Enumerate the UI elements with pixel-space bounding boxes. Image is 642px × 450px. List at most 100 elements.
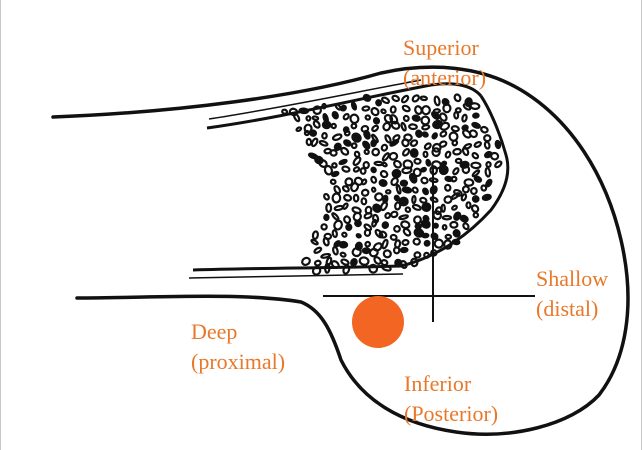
- trabecular-cell: [413, 238, 421, 245]
- trabecular-cell: [282, 109, 288, 114]
- trabecular-cell: [474, 141, 482, 148]
- trabecular-cell: [346, 224, 352, 230]
- trabecular-cell: [424, 240, 430, 246]
- trabecular-cell: [380, 201, 388, 211]
- trabecular-cell: [332, 111, 339, 119]
- trabecular-cell: [343, 194, 351, 201]
- trabecular-cell: [380, 170, 389, 178]
- trabecular-cell: [472, 122, 481, 129]
- trabecular-cell: [301, 256, 311, 266]
- trabecular-cell: [453, 148, 461, 155]
- trabecular-cell: [351, 132, 362, 143]
- trabecular-cell: [473, 212, 479, 218]
- trabecular-cell: [495, 141, 500, 149]
- trabecular-cell: [421, 167, 427, 172]
- trabecular-cell: [341, 259, 350, 266]
- label-shallow-line2: (distal): [536, 294, 608, 324]
- trabecular-cell: [446, 235, 451, 239]
- trabecular-cell: [403, 115, 410, 122]
- trabecular-cell: [323, 193, 329, 200]
- trabecular-cell: [349, 113, 359, 124]
- trabecular-cell: [402, 167, 412, 174]
- trabecular-cell: [484, 135, 491, 142]
- trabecular-cell: [373, 117, 380, 124]
- trabecular-cell: [390, 106, 396, 113]
- trabecular-cell: [403, 228, 412, 237]
- trabecular-cell: [454, 112, 458, 119]
- trabecular-cell: [385, 212, 391, 219]
- trabecular-cell: [362, 141, 371, 150]
- label-shallow: Shallow (distal): [536, 264, 608, 324]
- trabecular-cell: [412, 115, 420, 122]
- trabecular-cell: [432, 133, 438, 140]
- trabecular-cell: [453, 239, 460, 244]
- label-deep-line1: Deep: [191, 317, 285, 347]
- trabecular-cell: [343, 139, 351, 146]
- trabecular-cell: [384, 135, 391, 144]
- trabecular-cell: [351, 143, 357, 149]
- trabecular-cell: [332, 247, 338, 255]
- trabecular-cell: [426, 160, 431, 166]
- trabecular-cell: [356, 234, 361, 238]
- label-inferior-line2: (Posterior): [404, 399, 498, 429]
- trabecular-cell: [360, 168, 365, 174]
- trabecular-cell: [379, 179, 387, 186]
- trabecular-cell: [342, 203, 348, 210]
- trabecular-cell: [402, 187, 411, 193]
- trabecular-cell: [393, 160, 402, 169]
- trabecular-cell: [331, 171, 338, 177]
- inner-lower-edge-secondary: [189, 274, 403, 278]
- trabecular-cell: [299, 108, 308, 113]
- trabecular-cell: [460, 215, 469, 223]
- trabecular-cell: [332, 124, 336, 128]
- trabecular-cell: [371, 176, 377, 183]
- trabecular-cell: [371, 148, 380, 157]
- trabecular-cell: [359, 257, 369, 266]
- trabecular-cell: [452, 140, 458, 146]
- trabecular-cell: [402, 139, 410, 147]
- trabecular-cell: [363, 248, 370, 253]
- trabecular-cell: [445, 184, 451, 191]
- trabecular-cell: [415, 252, 421, 257]
- trabecular-cell: [401, 181, 407, 186]
- trabecular-cell: [340, 242, 348, 248]
- trabecular-cell: [370, 107, 380, 117]
- trabecular-cell: [315, 260, 322, 266]
- label-superior: Superior (anterior): [403, 33, 486, 93]
- trabecular-cell: [474, 176, 482, 183]
- trabecular-cell: [343, 113, 350, 120]
- trabecular-cell: [306, 116, 310, 121]
- trabecular-cell: [409, 173, 418, 183]
- trabecular-cell: [330, 150, 337, 156]
- trabecular-cell: [434, 224, 438, 228]
- trabecular-cell: [401, 122, 407, 130]
- trabecular-cell: [365, 115, 371, 120]
- trabecular-cell: [351, 102, 356, 110]
- trabecular-cell: [451, 126, 459, 132]
- trabecular-cell: [482, 194, 491, 201]
- label-superior-line1: Superior: [403, 33, 486, 63]
- trabecular-cell: [354, 195, 359, 202]
- trabecular-cell: [376, 100, 381, 106]
- trabecular-cell: [421, 177, 429, 184]
- trabecular-cell: [381, 97, 390, 105]
- trabecular-cell: [424, 142, 432, 150]
- trabecular-cell: [470, 103, 479, 109]
- trabecular-cell: [353, 166, 360, 172]
- trabecular-cell: [422, 125, 430, 130]
- label-superior-line2: (anterior): [403, 63, 486, 93]
- trabecular-cell: [364, 212, 373, 219]
- trabecular-cell: [323, 121, 331, 128]
- trabecular-cell: [362, 106, 369, 111]
- trabecular-cell: [361, 198, 366, 205]
- trabecular-cell: [421, 116, 430, 125]
- trabecular-cell: [420, 96, 427, 100]
- trabecular-cell: [382, 249, 392, 259]
- trabecular-cell: [399, 215, 408, 220]
- trabecular-cell: [389, 152, 398, 160]
- trabecular-cell: [443, 225, 447, 229]
- trabecular-cell: [326, 204, 331, 212]
- trabecular-cell: [340, 105, 347, 112]
